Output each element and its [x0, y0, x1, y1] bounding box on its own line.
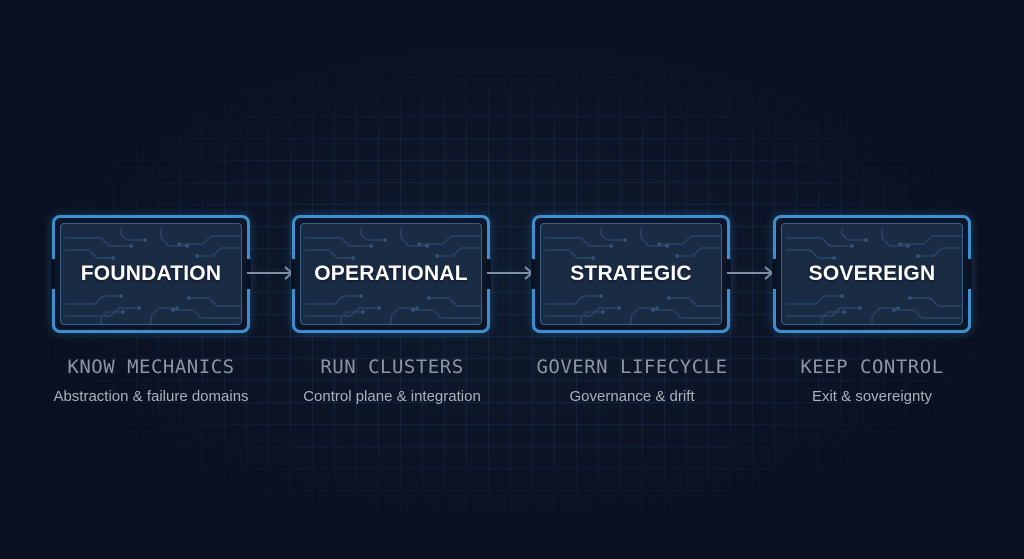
caption-foundation: KNOW MECHANICS Abstraction & failure dom…: [31, 354, 271, 406]
caption-strategic: GOVERN LIFECYCLE Governance & drift: [512, 354, 752, 406]
stage-kicker: KNOW MECHANICS: [67, 356, 235, 378]
stage-description: Control plane & integration: [303, 388, 481, 405]
stage-title: FOUNDATION: [80, 262, 222, 285]
arrow-right-icon: [487, 266, 534, 280]
arrow-right-icon: [247, 266, 294, 280]
stage-description: Abstraction & failure domains: [53, 388, 249, 405]
stage-kicker: KEEP CONTROL: [800, 356, 944, 378]
circuit-pattern-icon: [786, 228, 962, 324]
caption-sovereign: KEEP CONTROL Exit & sovereignty: [752, 354, 992, 406]
caption-operational: RUN CLUSTERS Control plane & integration: [272, 354, 512, 406]
stage-title: SOVEREIGN: [808, 262, 936, 285]
stage-panel: [540, 223, 722, 325]
stage-title: OPERATIONAL: [314, 262, 468, 285]
stage-description: Exit & sovereignty: [811, 388, 933, 405]
circuit-pattern-icon: [305, 228, 481, 324]
stage-panel: [60, 223, 242, 325]
stage-panel: [300, 223, 482, 325]
stage-title: STRATEGIC: [570, 262, 692, 285]
circuit-pattern-icon: [545, 228, 721, 324]
stage-strategic: STRATEGIC: [531, 215, 731, 333]
stage-description: Governance & drift: [569, 388, 695, 405]
stage-kicker: RUN CLUSTERS: [320, 356, 464, 378]
stage-sovereign: SOVEREIGN: [772, 215, 972, 333]
stage-panel: [781, 223, 963, 325]
arrow-right-icon: [727, 266, 774, 280]
stage-operational: OPERATIONAL: [291, 215, 491, 333]
circuit-pattern-icon: [65, 228, 241, 324]
stage-kicker: GOVERN LIFECYCLE: [536, 356, 728, 378]
stage-foundation: FOUNDATION: [51, 215, 251, 333]
